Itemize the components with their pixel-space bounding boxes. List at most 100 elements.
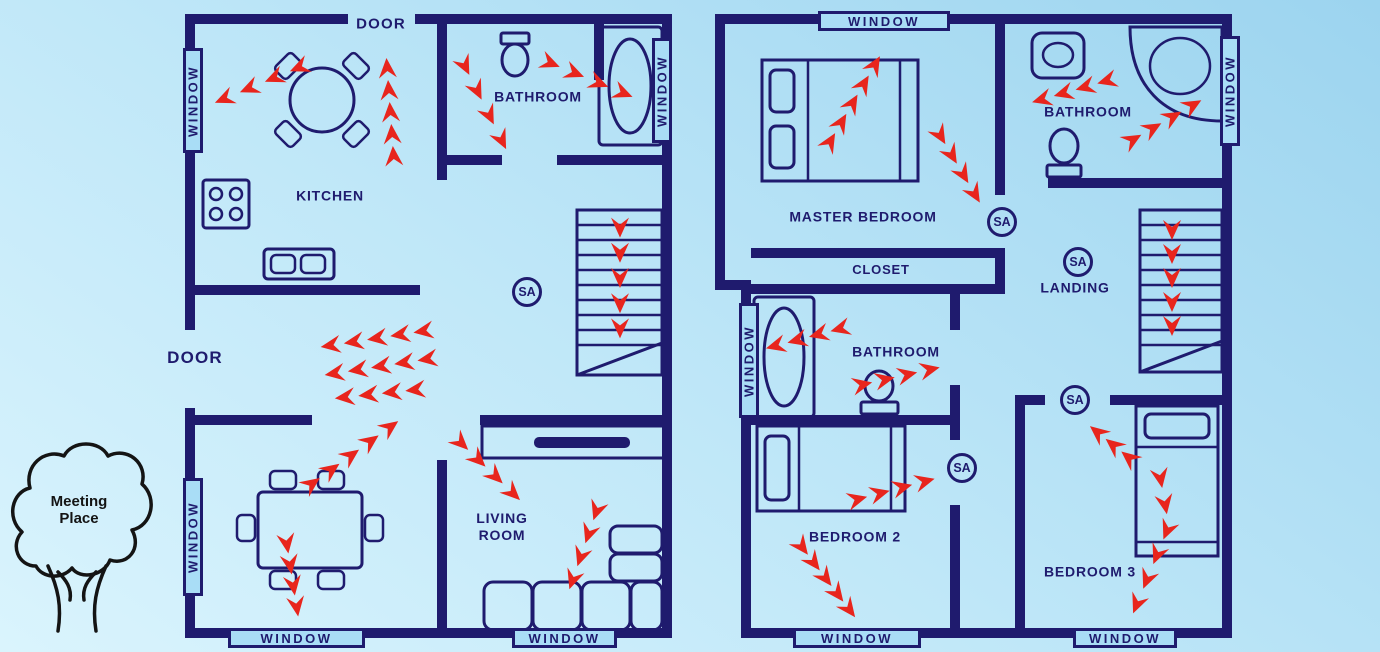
smoke-alarm-badge: SA [947, 453, 977, 483]
meeting-place-label: Meeting Place [50, 492, 108, 527]
escape-arrow [808, 323, 831, 341]
escape-arrow [1132, 591, 1150, 614]
bedroom2-label: BEDROOM 2 [809, 528, 901, 545]
window-label: WINDOW [228, 628, 365, 648]
escape-arrow [1142, 566, 1160, 589]
window-label: WINDOW [739, 303, 759, 418]
bed-3 [1134, 404, 1220, 558]
escape-arrow [873, 372, 895, 391]
corner-bathtub [1128, 25, 1224, 123]
escape-arrow [610, 80, 633, 98]
escape-arrow [413, 320, 435, 339]
escape-arrow [765, 334, 788, 352]
escape-arrow [282, 574, 301, 596]
window-label: WINDOW [183, 478, 203, 596]
escape-arrow [482, 462, 503, 484]
escape-arrow [850, 377, 873, 396]
window-label: WINDOW [652, 38, 672, 143]
escape-arrow [1152, 542, 1170, 565]
escape-arrow [562, 60, 585, 78]
escape-arrow [324, 363, 346, 381]
escape-arrow [950, 161, 969, 184]
escape-arrow [800, 549, 820, 571]
escape-arrow [371, 355, 393, 374]
window-label: WINDOW [183, 48, 203, 153]
escape-arrow [591, 498, 609, 521]
escape-arrow [611, 217, 629, 238]
window-label: WINDOW [818, 11, 950, 31]
escape-arrow [1053, 81, 1076, 100]
escape-arrow [812, 564, 832, 586]
escape-arrow [358, 384, 380, 403]
escape-arrow [575, 544, 593, 567]
escape-arrow [824, 580, 844, 602]
smoke-alarm-badge: SA [512, 277, 542, 307]
window-label: WINDOW [1220, 36, 1240, 146]
escape-arrow [464, 77, 482, 100]
escape-arrow [1154, 492, 1173, 515]
escape-arrow [394, 352, 416, 370]
escape-arrow [1163, 268, 1181, 288]
escape-arrow [383, 124, 402, 145]
escape-arrow [381, 382, 403, 401]
escape-arrow [788, 533, 808, 555]
kitchen-sink [262, 247, 336, 281]
escape-arrow [298, 477, 320, 497]
master-bedroom-label: MASTER BEDROOM [789, 208, 937, 225]
escape-arrow [1119, 134, 1142, 153]
escape-arrow [380, 80, 399, 101]
landing-label: LANDING [1040, 279, 1110, 296]
ensuite-toilet [1045, 127, 1083, 179]
escape-arrow [317, 463, 340, 483]
escape-arrow [1121, 451, 1143, 472]
escape-arrow [845, 493, 868, 511]
escape-arrow [586, 70, 609, 88]
escape-arrow [1097, 69, 1119, 87]
ground-floor-furniture [201, 25, 672, 632]
escape-arrow [1162, 517, 1180, 540]
escape-routes [214, 50, 1202, 618]
escape-arrow [1163, 292, 1181, 312]
escape-arrow [817, 133, 836, 155]
escape-arrow [918, 362, 940, 381]
escape-arrow [447, 429, 469, 450]
escape-arrow [417, 348, 439, 367]
escape-arrow [1159, 111, 1182, 130]
master-bed [760, 58, 920, 183]
bedroom3-label: BEDROOM 3 [1044, 563, 1136, 580]
escape-arrow [890, 481, 913, 499]
escape-arrow [405, 379, 427, 398]
escape-arrow [912, 475, 935, 493]
escape-arrow [1149, 466, 1168, 489]
escape-arrow [390, 324, 412, 342]
escape-arrow [938, 141, 957, 164]
escape-arrow [289, 55, 312, 72]
escape-arrow [385, 146, 404, 167]
escape-arrow [347, 359, 370, 378]
escape-arrow [611, 242, 629, 263]
escape-arrow [850, 75, 869, 98]
upper-floor-walls [715, 14, 1232, 638]
front-door-label: DOOR [167, 348, 223, 367]
escape-arrow [452, 52, 470, 75]
window-label: WINDOW [793, 628, 921, 648]
escape-arrow [1075, 75, 1098, 93]
escape-arrow [264, 65, 287, 83]
back-door-label: DOOR [356, 15, 406, 33]
escape-arrow [382, 102, 401, 123]
escape-arrow [376, 421, 399, 441]
escape-arrow [1032, 88, 1054, 106]
escape-arrow [1139, 123, 1162, 142]
toilet [499, 31, 531, 78]
escape-arrow [830, 317, 853, 335]
escape-arrow [895, 367, 918, 386]
staircase-upper [1138, 208, 1224, 374]
escape-arrow [499, 479, 520, 501]
upper-floor-furniture [752, 25, 1224, 558]
escape-arrow [476, 102, 494, 125]
escape-arrow [1163, 244, 1181, 264]
escape-arrow [835, 595, 856, 618]
escape-arrow [1163, 316, 1181, 336]
